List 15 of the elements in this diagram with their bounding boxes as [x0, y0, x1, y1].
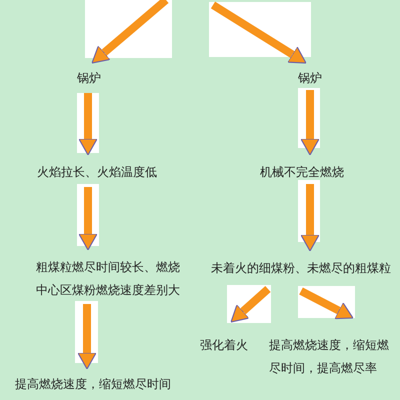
step-text: 提高燃烧速度，缩短燃尽时间 — [15, 376, 172, 393]
step-text: 强化着火 — [200, 337, 249, 354]
step-text: 粗煤粒燃尽时间较长、燃烧中心区煤粉燃烧速度差别大 — [35, 259, 181, 299]
arrow — [78, 304, 96, 370]
arrow — [302, 90, 318, 156]
arrow — [80, 187, 96, 250]
arrow — [302, 184, 318, 252]
step-text: 锅炉 — [297, 70, 323, 87]
step-text: 火焰拉长、火焰温度低 — [36, 164, 158, 181]
step-text: 锅炉 — [76, 70, 102, 87]
arrow — [92, 0, 169, 64]
step-text: 未着火的细煤粉、未燃尽的粗煤粒 — [210, 260, 392, 277]
step-text: 机械不完全燃烧 — [259, 164, 345, 181]
arrow — [210, 2, 306, 64]
step-text: 提高燃烧速度，缩短燃尽时间，提高燃尽率 — [269, 337, 390, 377]
